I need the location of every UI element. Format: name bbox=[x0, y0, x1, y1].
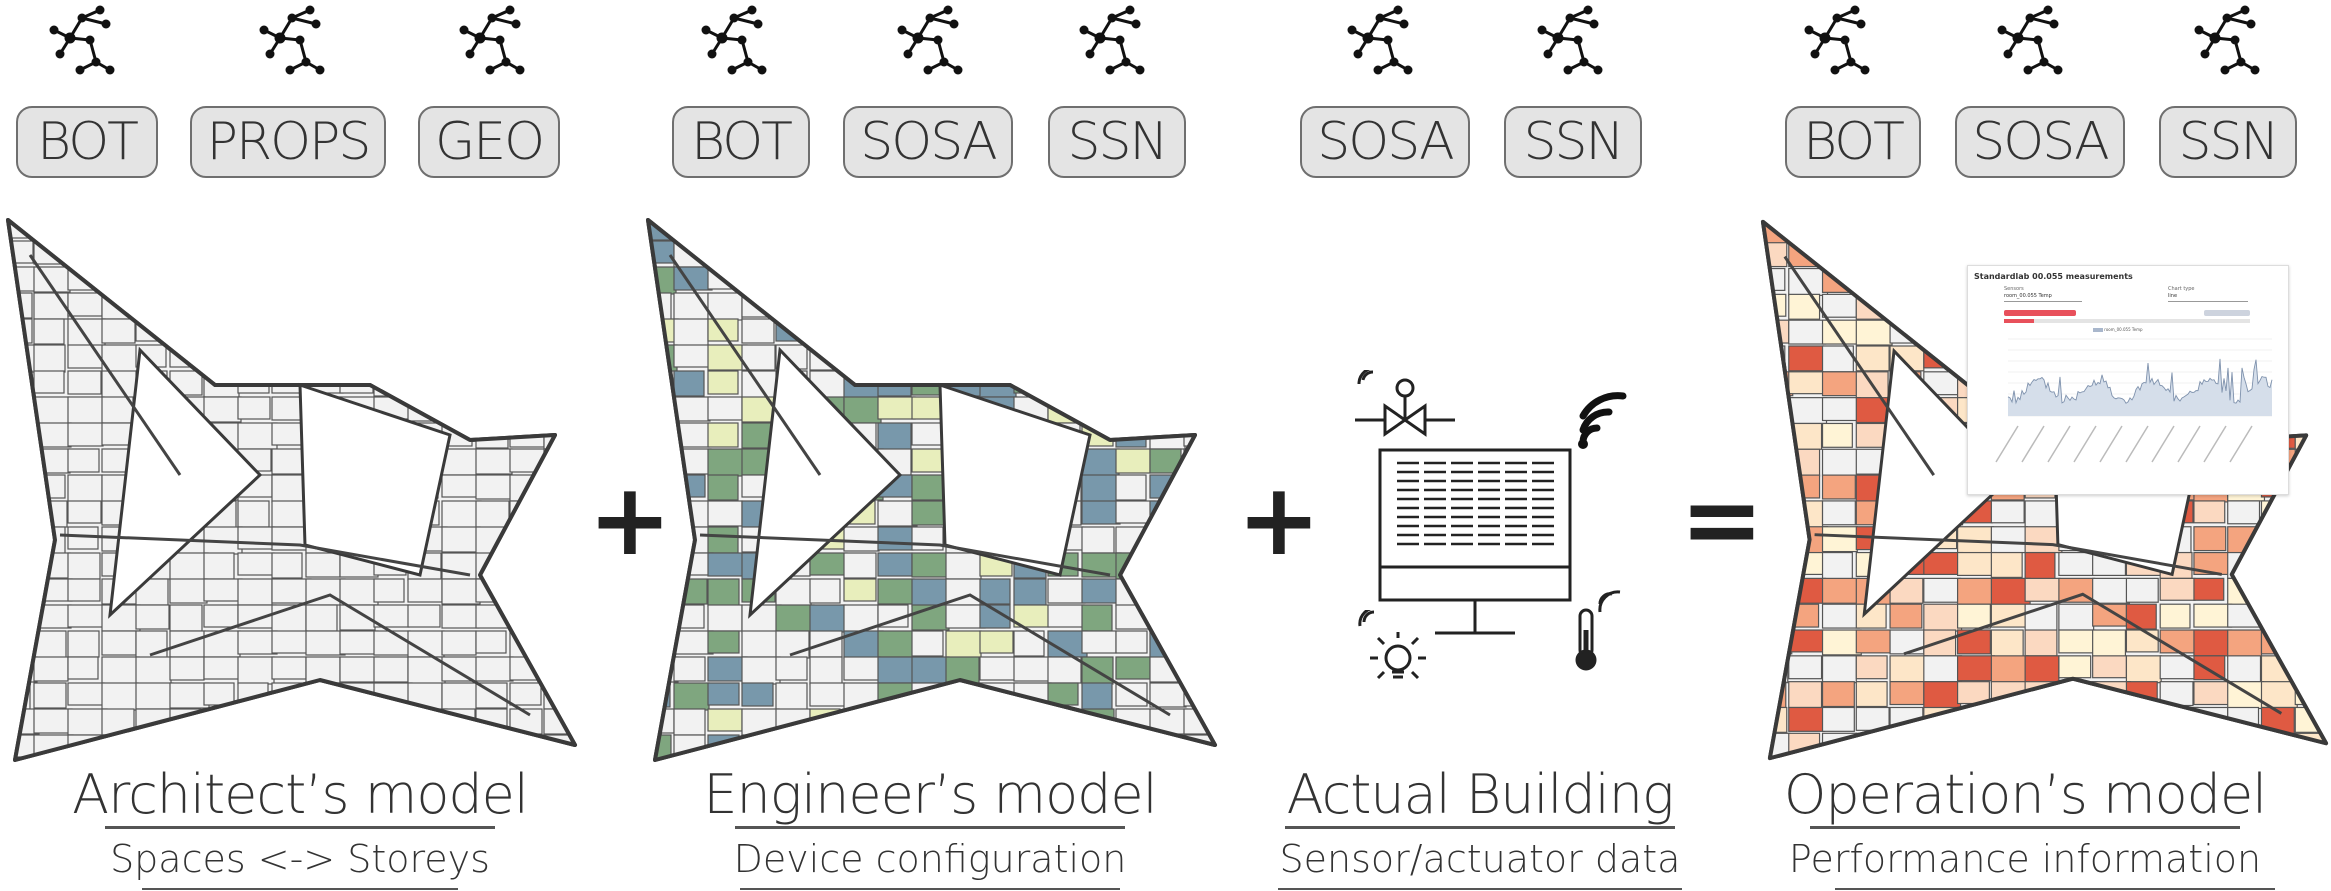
equals-operator: = bbox=[1680, 461, 1764, 578]
knowledge-graph-icon bbox=[888, 4, 968, 90]
inset-x-tick bbox=[2125, 425, 2149, 463]
sensors-label: Sensors bbox=[2004, 286, 2024, 292]
inset-x-tick bbox=[2047, 425, 2071, 463]
range-slider[interactable] bbox=[2004, 319, 2250, 323]
caption-divider bbox=[105, 826, 495, 830]
knowledge-graph-icon bbox=[40, 4, 120, 90]
inset-x-tick bbox=[2021, 425, 2045, 463]
caption-divider bbox=[735, 826, 1125, 830]
caption-title: Operation’s model bbox=[1783, 763, 2267, 826]
knowledge-graph-icon bbox=[1338, 4, 1418, 90]
thermometer-icon bbox=[1575, 590, 1621, 671]
inset-line-chart bbox=[2007, 338, 2273, 417]
ontology-badge: BOT bbox=[1785, 106, 1921, 178]
date-range-tag[interactable] bbox=[2004, 310, 2076, 316]
engineer-panel: BOT SOSA SSN Engineer’s model Device con… bbox=[640, 0, 1220, 891]
sensors-select-value: room_00.055 Temp bbox=[2004, 293, 2052, 299]
operation-caption: Operation’s model Performance informatio… bbox=[1775, 763, 2275, 882]
range-slider-handle[interactable] bbox=[2004, 319, 2034, 323]
caption-title: Architect’s model bbox=[72, 763, 529, 826]
chart-type-select-value: line bbox=[2168, 293, 2178, 299]
actual-building-caption: Actual Building Sensor/actuator data bbox=[1270, 763, 1690, 882]
caption-divider bbox=[1810, 826, 2240, 830]
ontology-badge: SSN bbox=[2159, 106, 2297, 178]
ontology-badge: SOSA bbox=[843, 106, 1013, 178]
ontology-badge: PROPS bbox=[190, 106, 386, 178]
architect-panel: BOT PROPS GEO Architect’s model Spaces <… bbox=[0, 0, 580, 891]
wifi-icon bbox=[1578, 392, 1627, 449]
inset-x-axis bbox=[1995, 425, 2253, 463]
caption-underline bbox=[740, 888, 1120, 890]
inset-chart-title: Standardlab 00.055 measurements bbox=[1974, 272, 2133, 281]
knowledge-graph-icon bbox=[1795, 4, 1875, 90]
ontology-badge: BOT bbox=[672, 106, 810, 178]
actual-building-panel: SOSA SSN bbox=[1270, 0, 1690, 891]
inset-x-tick bbox=[2229, 425, 2253, 463]
plus-operator: + bbox=[588, 461, 672, 578]
monitor-icon bbox=[1378, 448, 1572, 635]
caption-underline bbox=[1278, 888, 1682, 890]
ontology-badge: SSN bbox=[1504, 106, 1642, 178]
inset-x-tick bbox=[2151, 425, 2175, 463]
architect-caption: Architect’s model Spaces <-> Storeys bbox=[50, 763, 550, 882]
knowledge-graph-icon bbox=[250, 4, 330, 90]
inset-x-tick bbox=[2099, 425, 2123, 463]
plus-operator: + bbox=[1237, 461, 1321, 578]
apply-button[interactable] bbox=[2204, 310, 2250, 316]
knowledge-graph-icon bbox=[692, 4, 772, 90]
inset-x-tick bbox=[2203, 425, 2227, 463]
knowledge-graph-icon bbox=[1988, 4, 2068, 90]
knowledge-graph-icon bbox=[1528, 4, 1608, 90]
inset-x-tick bbox=[2073, 425, 2097, 463]
engineer-caption: Engineer’s model Device configuration bbox=[680, 763, 1180, 882]
caption-title: Actual Building bbox=[1286, 763, 1675, 826]
caption-title: Engineer’s model bbox=[703, 763, 1157, 826]
caption-underline bbox=[142, 888, 458, 890]
inset-series-line bbox=[2007, 358, 2273, 405]
legend-swatch bbox=[2093, 328, 2103, 332]
caption-subtitle: Sensor/actuator data bbox=[1279, 837, 1681, 882]
caption-subtitle: Spaces <-> Storeys bbox=[110, 837, 490, 882]
ontology-badge: SOSA bbox=[1955, 106, 2125, 178]
operation-panel: BOT SOSA SSN Standardlab 00.055 measurem… bbox=[1745, 0, 2331, 891]
floor-plan-architect bbox=[6, 218, 577, 762]
ontology-badge: BOT bbox=[16, 106, 158, 178]
knowledge-graph-icon bbox=[2185, 4, 2265, 90]
inset-x-tick bbox=[1995, 425, 2019, 463]
caption-underline bbox=[1835, 888, 2275, 890]
inset-x-tick bbox=[2177, 425, 2201, 463]
ontology-badge: SSN bbox=[1048, 106, 1186, 178]
valve-icon bbox=[1355, 370, 1455, 437]
knowledge-graph-icon bbox=[1070, 4, 1150, 90]
legend-label: room_00.055 Temp bbox=[2104, 327, 2143, 332]
chart-type-label: Chart type bbox=[2168, 286, 2195, 292]
inset-chart-window: Standardlab 00.055 measurements Sensors … bbox=[1967, 265, 2289, 495]
caption-divider bbox=[1285, 826, 1675, 830]
caption-subtitle: Device configuration bbox=[733, 837, 1127, 882]
inset-series-area bbox=[2008, 358, 2272, 416]
chart-type-select[interactable]: line bbox=[2168, 293, 2248, 302]
floor-plan-engineer bbox=[646, 218, 1217, 762]
ontology-badge: GEO bbox=[418, 106, 560, 178]
sensors-select[interactable]: room_00.055 Temp bbox=[2004, 293, 2082, 302]
caption-subtitle: Performance information bbox=[1788, 837, 2262, 882]
ontology-badge: SOSA bbox=[1300, 106, 1470, 178]
inset-legend: room_00.055 Temp bbox=[2093, 327, 2143, 332]
lightbulb-icon bbox=[1358, 610, 1426, 680]
knowledge-graph-icon bbox=[450, 4, 530, 90]
